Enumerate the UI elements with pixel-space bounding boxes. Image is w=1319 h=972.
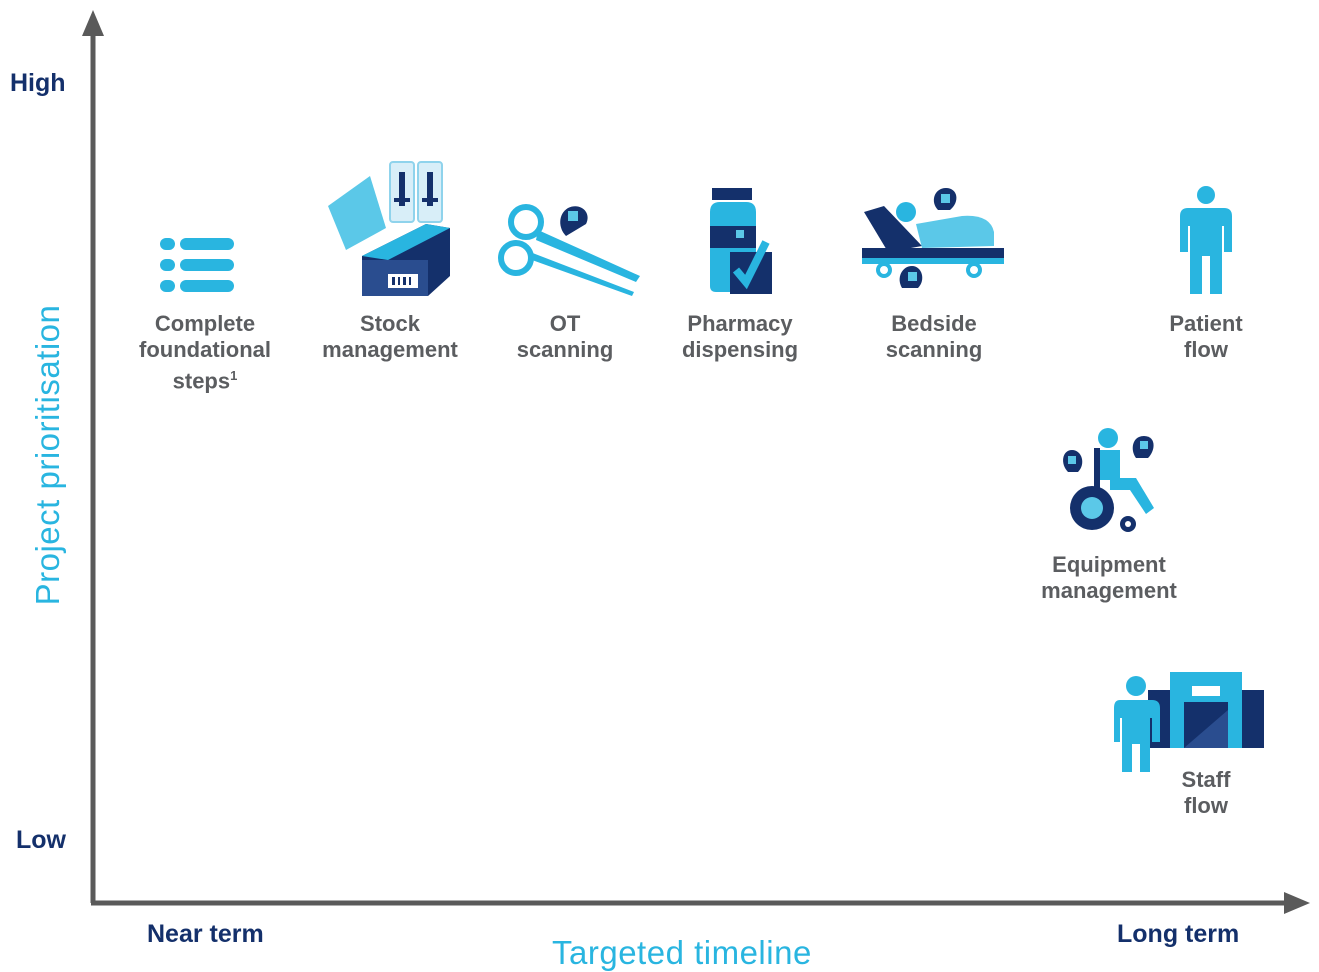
label-line: Patient xyxy=(1169,311,1243,336)
label-line: Staff xyxy=(1181,767,1231,792)
item-label: OT scanning xyxy=(517,311,614,363)
item-label: Complete foundational steps1 xyxy=(139,311,271,394)
label-line: Equipment xyxy=(1052,552,1166,577)
x-axis-title: Targeted timeline xyxy=(552,934,812,971)
footnote-marker: 1 xyxy=(230,368,238,383)
label-text: steps xyxy=(172,368,231,394)
scissors-icon xyxy=(498,204,640,296)
item-label: Stock management xyxy=(322,311,458,363)
wheelchair-icon xyxy=(1063,428,1154,532)
label-line: scanning xyxy=(885,337,983,362)
item-label: Pharmacy dispensing xyxy=(682,311,798,363)
x-axis-far-label: Long term xyxy=(1117,920,1240,948)
label-line: flow xyxy=(1183,793,1228,818)
x-axis-near-label: Near term xyxy=(147,920,264,948)
item-label: Bedside scanning xyxy=(886,311,983,363)
label-line: scanning xyxy=(516,337,614,362)
y-axis-title: Project prioritisation xyxy=(29,304,66,606)
person-icon xyxy=(1180,186,1232,294)
label-line: management xyxy=(322,337,458,362)
stock-box-icon xyxy=(328,161,450,296)
label-line: steps1 xyxy=(139,363,271,394)
label-line: flow xyxy=(1183,337,1228,362)
y-axis-high-label: High xyxy=(10,69,66,97)
label-line: foundational xyxy=(139,337,271,362)
item-label: Staff flow xyxy=(1182,767,1231,819)
medicine-bottle-icon xyxy=(710,188,772,294)
staff-building-icon xyxy=(1114,672,1264,772)
label-line: management xyxy=(1041,578,1177,603)
label-line: Stock xyxy=(360,311,420,336)
hospital-bed-icon xyxy=(862,188,1004,288)
label-line: Pharmacy xyxy=(687,311,793,336)
x-axis-arrowhead xyxy=(1284,892,1310,914)
item-label: Equipment management xyxy=(1041,552,1177,604)
list-icon xyxy=(160,238,234,292)
label-line: OT xyxy=(549,311,581,336)
y-axis-arrowhead xyxy=(82,10,104,36)
label-line: dispensing xyxy=(681,337,799,362)
item-label: Patient flow xyxy=(1169,311,1242,363)
label-line: Complete xyxy=(154,311,256,336)
y-axis-low-label: Low xyxy=(16,826,66,854)
label-line: Bedside xyxy=(891,311,977,336)
